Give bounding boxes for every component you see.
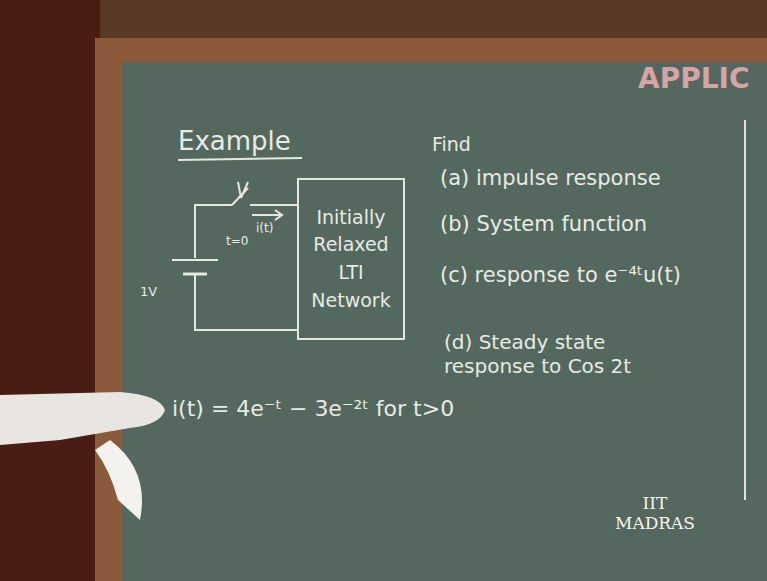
question-text: (d) Steady state response to Cos 2t [444, 330, 644, 378]
network-box: Initially Relaxed LTI Network [297, 178, 405, 340]
box-text: Initially Relaxed LTI Network [305, 204, 397, 314]
channel-logo: IIT MADRAS [600, 493, 710, 534]
find-text: Find [432, 133, 471, 156]
current-arrow [252, 210, 282, 220]
question-text: (c) response to e⁻⁴ᵗu(t) [440, 263, 681, 288]
battery-symbol [172, 260, 218, 274]
chalk-line [744, 120, 746, 500]
watermark-text: APPLIC [638, 62, 750, 96]
current-label: i(t) [256, 221, 273, 235]
board-surface [122, 62, 767, 581]
board-frame [95, 38, 767, 581]
title-text: Example [178, 126, 291, 157]
question-text: (b) System function [440, 212, 647, 237]
left-panel [0, 0, 100, 581]
voltage-label: 1V [140, 284, 157, 300]
hand-sleeve [0, 392, 165, 445]
question-text: (a) impulse response [440, 166, 661, 191]
current-equation: i(t) = 4e⁻ᵗ − 3e⁻²ᵗ for t>0 [172, 396, 454, 422]
wall [0, 0, 767, 40]
switch-time-label: t=0 [226, 234, 248, 248]
circuit-wires [195, 182, 297, 330]
title-underline [178, 158, 302, 160]
chalk-cloth [95, 440, 142, 520]
